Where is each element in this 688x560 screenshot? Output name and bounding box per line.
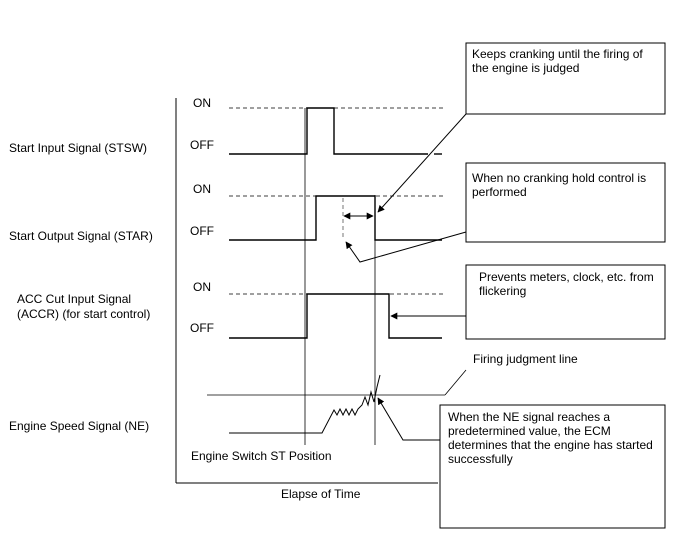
cranking-callout-box: [465, 42, 666, 115]
stsw-off-label: OFF: [190, 138, 214, 152]
no-hold-callout-leader: [345, 231, 467, 263]
cranking-callout-arrow: [377, 113, 467, 213]
star-label: Start Output Signal (STAR): [9, 229, 153, 243]
accr-on-label: ON: [193, 280, 211, 294]
star-on-label: ON: [193, 182, 211, 196]
stsw-signal-trace: [229, 107, 428, 155]
star-off-label: OFF: [190, 224, 214, 238]
no-hold-callout-box: [465, 162, 666, 243]
ne-callout-box: [439, 404, 666, 529]
stsw-label: Start Input Signal (STSW): [9, 141, 147, 155]
cranking-callout-text: Keeps cranking until the firing of the e…: [472, 47, 643, 75]
ne-callout-leader: [377, 397, 440, 441]
prevents-callout-text: Prevents meters, clock, etc. from flicke…: [479, 270, 654, 298]
firing-judgment-label: Firing judgment line: [473, 352, 578, 366]
star-signal-trace: [229, 195, 442, 241]
firing-label-leader: [444, 369, 467, 396]
ne-label: Engine Speed Signal (NE): [9, 419, 149, 433]
stsw-on-label: ON: [193, 96, 211, 110]
accr-label-line1: ACC Cut Input Signal: [17, 292, 131, 306]
accr-label-line2: (ACCR) (for start control): [17, 307, 150, 321]
x-axis-label: Elapse of Time: [281, 487, 361, 501]
engine-switch-st-label: Engine Switch ST Position: [191, 449, 332, 463]
accr-signal-trace: [229, 293, 442, 339]
no-hold-callout-text: When no cranking hold control is perform…: [472, 171, 647, 199]
accr-off-label: OFF: [190, 321, 214, 335]
ne-callout-text: When the NE signal reaches a predetermin…: [448, 410, 653, 466]
prevents-callout-box: [465, 264, 666, 340]
ne-signal-trace: [229, 374, 381, 434]
